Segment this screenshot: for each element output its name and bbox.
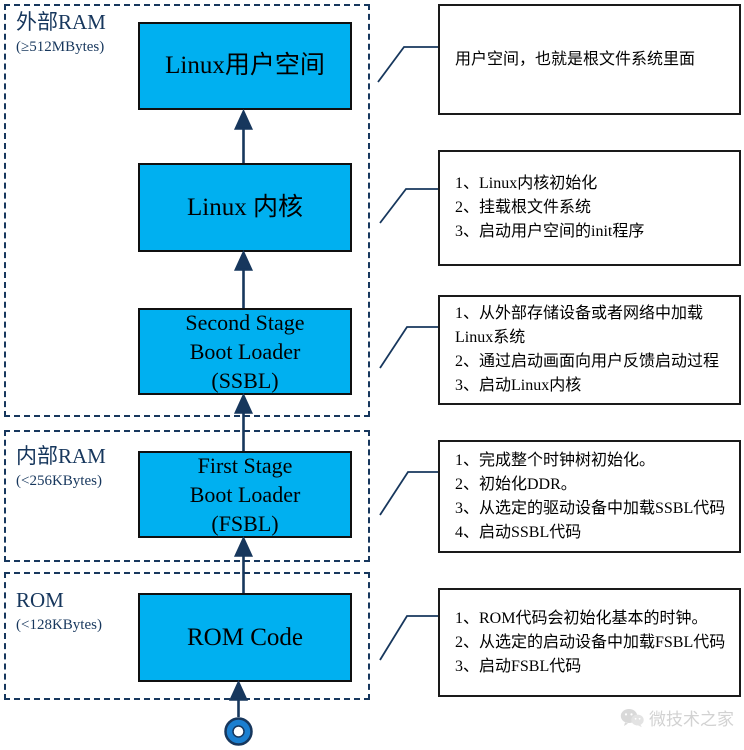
note-rom-line3: 3、启动FSBL代码 (455, 657, 582, 675)
region-external-ram: 外部RAM (≥512MBytes) (4, 4, 370, 417)
start-node (224, 717, 253, 746)
stage-linux-kernel-label: Linux 内核 (187, 193, 303, 221)
stage-linux-kernel: Linux 内核 (138, 163, 352, 252)
note-rom: 1、ROM代码会初始化基本的时钟。 2、从选定的启动设备中加载FSBL代码 3、… (438, 588, 741, 697)
leader-ssbl (379, 326, 438, 369)
region-rom: ROM (<128KBytes) (4, 572, 370, 700)
leader-rom (379, 615, 438, 661)
stage-ssbl-line3: (SSBL) (211, 368, 279, 393)
stage-fsbl-line2: Boot Loader (189, 482, 301, 507)
note-ssbl-line3: 2、通过启动画面向用户反馈启动过程 (455, 353, 720, 370)
stage-ssbl: Second Stage Boot Loader (SSBL) (138, 308, 352, 395)
note-kernel-line1: 1、Linux内核初始化 (455, 175, 598, 192)
region-external-ram-label: 外部RAM (16, 10, 106, 34)
watermark: 微技术之家 (620, 705, 734, 730)
note-fsbl-line3: 3、从选定的驱动设备中加载SSBL代码 (455, 499, 726, 517)
note-rom-line1: 1、ROM代码会初始化基本的时钟。 (455, 609, 708, 627)
stage-ssbl-line1: Second Stage (185, 310, 305, 335)
region-rom-label: ROM (16, 588, 64, 612)
leader-userspace (377, 46, 438, 83)
note-fsbl-line4: 4、启动SSBL代码 (455, 523, 582, 541)
region-internal-ram-size: (<256KBytes) (16, 473, 102, 489)
note-ssbl-line2: Linux系统 (455, 329, 526, 346)
watermark-text: 微技术之家 (649, 710, 734, 729)
stage-rom-code: ROM Code (138, 593, 352, 682)
wechat-icon (620, 708, 644, 727)
note-kernel-line2: 2、挂载根文件系统 (455, 199, 592, 216)
region-external-ram-size: (≥512MBytes) (16, 39, 105, 55)
note-ssbl-line4: 3、启动Linux内核 (455, 377, 582, 394)
region-rom-size: (<128KBytes) (16, 617, 102, 633)
stage-fsbl-line3: (FSBL) (211, 511, 279, 536)
note-fsbl: 1、完成整个时钟树初始化。 2、初始化DDR。 3、从选定的驱动设备中加载SSB… (438, 440, 741, 553)
region-internal-ram: 内部RAM (<256KBytes) (4, 430, 370, 562)
leader-fsbl (379, 471, 438, 516)
leader-kernel (379, 188, 438, 224)
callout-leaders (377, 46, 438, 661)
stage-fsbl: First Stage Boot Loader (FSBL) (138, 451, 352, 538)
stage-rom-code-label: ROM Code (187, 623, 303, 651)
note-ssbl-line1: 1、从外部存储设备或者网络中加载 (455, 305, 704, 322)
stage-ssbl-line2: Boot Loader (189, 339, 301, 364)
note-fsbl-line1: 1、完成整个时钟树初始化。 (455, 451, 656, 469)
region-internal-ram-label: 内部RAM (16, 444, 106, 468)
note-rom-line2: 2、从选定的启动设备中加载FSBL代码 (455, 633, 726, 651)
note-userspace: 用户空间，也就是根文件系统里面 (438, 4, 741, 115)
stage-linux-userspace: Linux用户空间 (138, 22, 352, 110)
stage-fsbl-line1: First Stage (197, 453, 293, 478)
note-fsbl-line2: 2、初始化DDR。 (455, 475, 577, 493)
note-userspace-line1: 用户空间，也就是根文件系统里面 (455, 50, 696, 68)
note-kernel: 1、Linux内核初始化 2、挂载根文件系统 3、启动用户空间的init程序 (438, 150, 741, 266)
stage-linux-userspace-label: Linux用户空间 (165, 52, 325, 79)
note-kernel-line3: 3、启动用户空间的init程序 (455, 223, 645, 240)
note-ssbl: 1、从外部存储设备或者网络中加载 Linux系统 2、通过启动画面向用户反馈启动… (438, 295, 741, 405)
